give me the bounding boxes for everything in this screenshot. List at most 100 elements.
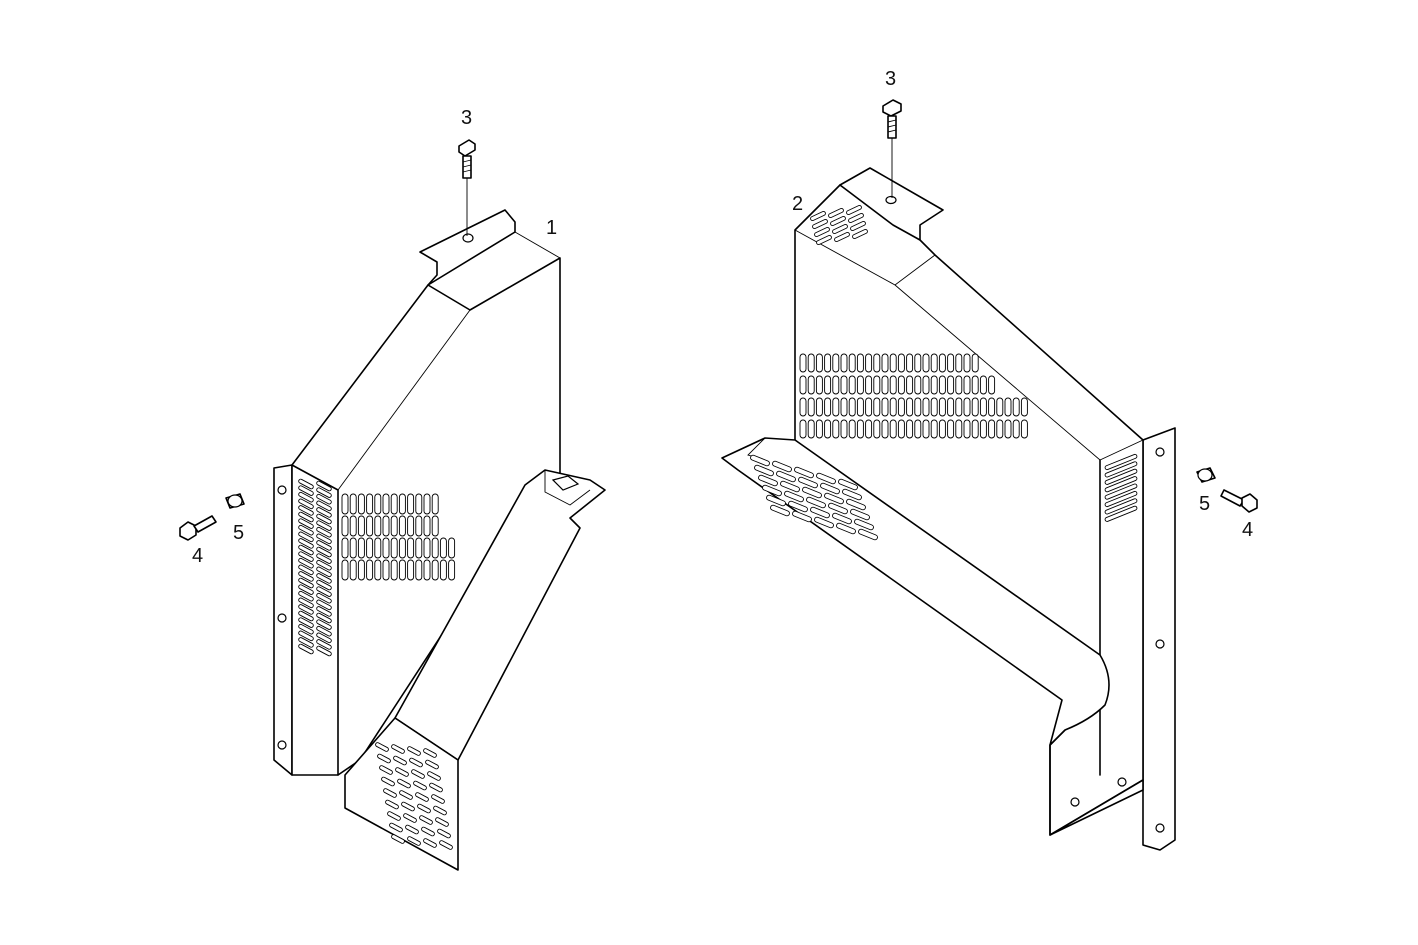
louvre-slot	[349, 559, 357, 581]
louvre-slot	[955, 375, 963, 395]
louvre-slot	[897, 397, 905, 417]
louvre-slot	[316, 625, 332, 637]
right-arm-louvres	[750, 454, 878, 541]
left-center-louvres	[341, 493, 456, 581]
louvre-slot	[947, 397, 955, 417]
louvre-slot	[298, 637, 314, 648]
louvre-slot	[298, 478, 314, 490]
louvre-slot	[1104, 505, 1138, 522]
louvre-slot	[1020, 419, 1028, 439]
louvre-slot	[971, 375, 979, 395]
louvre-slot	[316, 507, 332, 518]
louvre-slot	[439, 840, 453, 850]
louvre-slot	[914, 353, 922, 373]
louvre-slot	[415, 515, 423, 537]
louvre-slot	[357, 559, 365, 581]
louvre-slot	[881, 397, 889, 417]
louvre-slot	[836, 522, 856, 535]
louvre-slot	[390, 493, 398, 515]
louvre-slot	[938, 353, 946, 373]
louvre-slot	[298, 511, 314, 523]
louvre-slot	[856, 353, 864, 373]
louvre-slot	[873, 419, 881, 439]
louvre-slot	[848, 375, 856, 395]
louvre-slot	[316, 573, 332, 584]
louvre-slot	[788, 500, 808, 513]
louvre-slot	[1104, 453, 1138, 471]
louvre-slot	[930, 397, 938, 417]
louvre-slot	[423, 838, 437, 848]
louvre-slot	[341, 515, 349, 537]
louvre-slot	[938, 419, 946, 439]
louvre-slot	[417, 803, 431, 814]
louvre-slot	[947, 375, 955, 395]
louvre-slot	[425, 759, 439, 770]
louvre-slot	[316, 606, 332, 617]
louvre-slot	[298, 577, 314, 589]
right-side-louvres	[1104, 453, 1138, 522]
louvre-slot	[828, 208, 844, 218]
louvre-slot	[379, 765, 393, 775]
louvre-slot	[824, 397, 832, 417]
louvre-slot	[401, 801, 415, 812]
louvre-slot	[391, 834, 405, 844]
louvre-slot	[316, 639, 332, 650]
louvre-slot	[1104, 476, 1138, 493]
louvre-slot	[349, 493, 357, 515]
louvre-slot	[374, 559, 382, 581]
louvre-slot	[865, 419, 873, 439]
louvre-slot	[938, 397, 946, 417]
louvre-slot	[914, 375, 922, 395]
louvre-slot	[856, 397, 864, 417]
louvre-slot	[298, 531, 314, 543]
louvre-slot	[298, 485, 314, 496]
louvre-slot	[298, 590, 314, 602]
louvre-slot	[397, 778, 411, 789]
louvre-slot	[298, 617, 314, 628]
callout-part-2: 2	[792, 193, 803, 215]
louvre-slot	[930, 375, 938, 395]
louvre-slot	[316, 592, 332, 604]
louvre-slot	[922, 375, 930, 395]
louvre-slot	[812, 219, 828, 229]
louvre-slot	[316, 553, 332, 564]
louvre-slot	[421, 826, 435, 837]
louvre-slot	[988, 397, 996, 417]
louvre-slot	[881, 375, 889, 395]
louvre-slot	[840, 375, 848, 395]
louvre-slot	[815, 375, 823, 395]
louvre-slot	[298, 524, 314, 536]
louvre-slot	[423, 748, 437, 758]
louvre-slot	[988, 375, 996, 395]
left-air-duct-shroud	[273, 209, 606, 871]
louvre-slot	[889, 353, 897, 373]
louvre-slot	[784, 490, 804, 503]
louvre-slot	[349, 515, 357, 537]
louvre-slot	[799, 397, 807, 417]
louvre-slot	[848, 419, 856, 439]
louvre-slot	[816, 235, 832, 245]
louvre-slot	[963, 353, 971, 373]
louvre-slot	[377, 753, 391, 764]
louvre-slot	[431, 559, 439, 581]
louvre-slot	[398, 515, 406, 537]
louvre-slot	[906, 419, 914, 439]
louvre-slot	[393, 755, 407, 766]
louvre-slot	[316, 493, 332, 505]
louvre-slot	[865, 397, 873, 417]
louvre-slot	[316, 533, 332, 545]
louvre-slot	[955, 353, 963, 373]
louvre-slot	[390, 537, 398, 559]
louvre-slot	[873, 397, 881, 417]
louvre-slot	[341, 493, 349, 515]
louvre-slot	[298, 597, 314, 609]
louvre-slot	[366, 559, 374, 581]
louvre-slot	[889, 419, 897, 439]
louvre-slot	[816, 472, 836, 485]
louvre-slot	[423, 559, 431, 581]
louvre-slot	[1004, 419, 1012, 439]
louvre-slot	[906, 397, 914, 417]
callout-left-bushing: 5	[233, 522, 244, 544]
louvre-slot	[889, 375, 897, 395]
louvre-slot	[971, 353, 979, 373]
